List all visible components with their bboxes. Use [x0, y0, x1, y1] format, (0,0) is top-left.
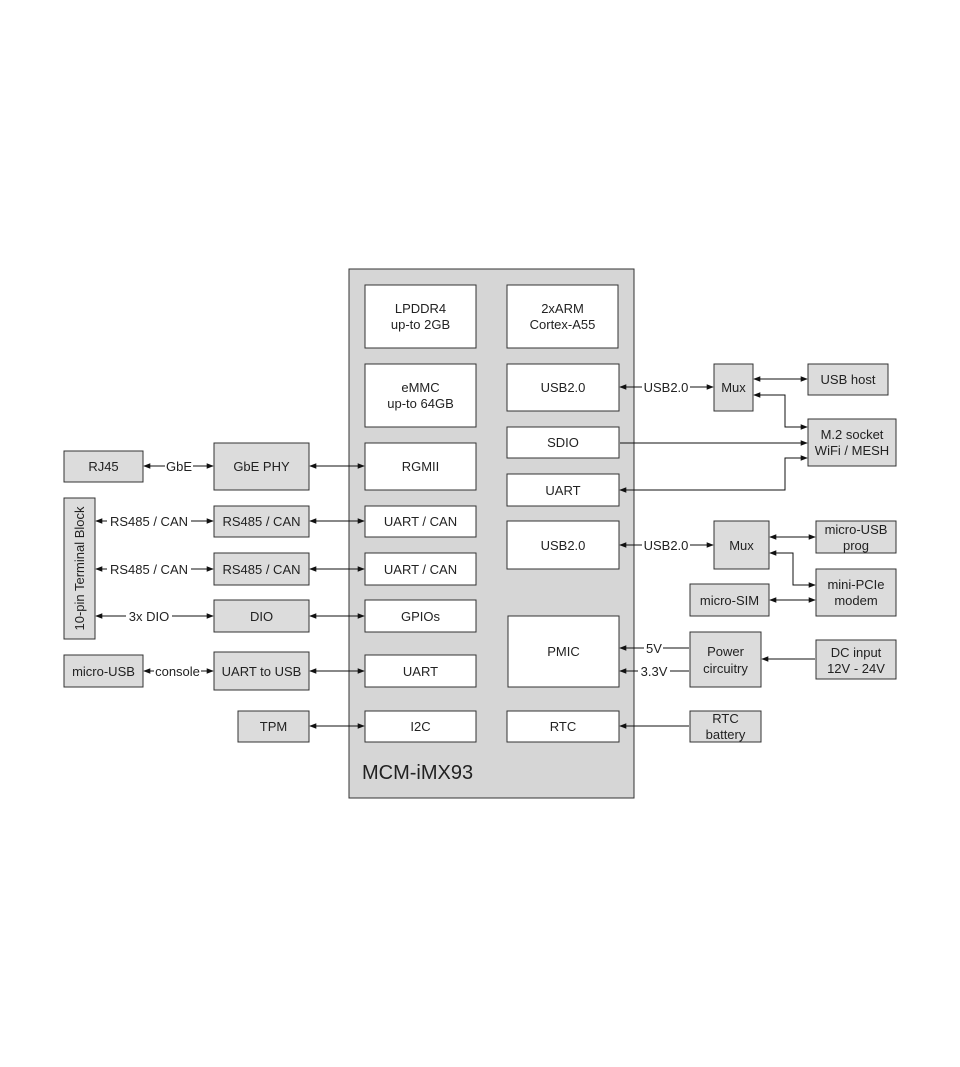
block-mini-pcie-line2: modem [834, 593, 877, 608]
block-uart-right-label: UART [545, 483, 580, 498]
block-cpu-line2: Cortex-A55 [530, 317, 596, 332]
block-uart-can-1: UART / CAN [364, 505, 477, 538]
block-usb-host: USB host [807, 363, 889, 396]
link-label-rs485-can-2: RS485 / CAN [110, 562, 188, 577]
block-micro-sim: micro-SIM [689, 583, 770, 617]
link-mux-2-mini-pcie [769, 550, 816, 588]
block-tpm-label: TPM [260, 719, 287, 734]
block-rs485-can-2-label: RS485 / CAN [222, 562, 300, 577]
block-emmc: eMMC up-to 64GB [364, 363, 477, 428]
block-cpu: 2xARM Cortex-A55 [506, 284, 619, 349]
block-mux-2: Mux [713, 520, 770, 570]
block-dc-input-line1: DC input [831, 645, 882, 660]
block-micro-usb-prog-line2: prog [843, 538, 869, 553]
block-gbe-phy-label: GbE PHY [233, 459, 290, 474]
link-label-console: console [155, 664, 200, 679]
block-lpddr4-line1: LPDDR4 [395, 301, 446, 316]
block-terminal-block-label: 10-pin Terminal Block [72, 506, 87, 631]
block-dc-input: DC input 12V - 24V [815, 639, 897, 680]
link-label-gbe: GbE [166, 459, 192, 474]
block-micro-usb-label: micro-USB [72, 664, 135, 679]
block-tpm: TPM [237, 710, 310, 743]
block-mini-pcie: mini-PCIe modem [815, 568, 897, 617]
block-mux-2-label: Mux [729, 538, 754, 553]
block-rtc-battery-line2: battery [706, 727, 746, 742]
block-dio-label: DIO [250, 609, 273, 624]
block-uart-to-usb: UART to USB [213, 651, 310, 691]
block-rs485-can-2: RS485 / CAN [213, 552, 310, 586]
block-micro-usb: micro-USB [63, 654, 144, 688]
block-usb-host-label: USB host [821, 372, 876, 387]
block-rs485-can-1-label: RS485 / CAN [222, 514, 300, 529]
link-label-5v: 5V [646, 641, 662, 656]
block-rj45: RJ45 [63, 450, 144, 483]
block-uart-can-2: UART / CAN [364, 552, 477, 586]
block-usb2-2-label: USB2.0 [541, 538, 586, 553]
block-rs485-can-1: RS485 / CAN [213, 505, 310, 538]
block-power-circuitry: Power circuitry [689, 631, 762, 688]
block-emmc-line2: up-to 64GB [387, 396, 454, 411]
block-uart-can-2-label: UART / CAN [384, 562, 457, 577]
block-usb2-1: USB2.0 [506, 363, 620, 412]
block-rgmii-label: RGMII [402, 459, 440, 474]
block-mux-1-label: Mux [721, 380, 746, 395]
block-dc-input-line2: 12V - 24V [827, 661, 885, 676]
link-label-dio: 3x DIO [129, 609, 169, 624]
module-title: MCM-iMX93 [362, 762, 473, 784]
block-uart-label: UART [403, 664, 438, 679]
block-i2c-label: I2C [410, 719, 430, 734]
block-sdio: SDIO [506, 426, 620, 459]
block-mux-1: Mux [713, 363, 754, 412]
block-sdio-label: SDIO [547, 435, 579, 450]
block-terminal-block: 10-pin Terminal Block [63, 497, 96, 640]
block-uart-to-usb-label: UART to USB [222, 664, 302, 679]
block-m2-socket-line1: M.2 socket [821, 427, 884, 442]
block-dio: DIO [213, 599, 310, 633]
block-cpu-line1: 2xARM [541, 301, 584, 316]
block-micro-usb-prog: micro-USB prog [815, 520, 897, 554]
block-rj45-label: RJ45 [88, 459, 118, 474]
block-emmc-line1: eMMC [401, 380, 439, 395]
block-m2-socket: M.2 socket WiFi / MESH [807, 418, 897, 467]
block-uart-right: UART [506, 473, 620, 507]
block-gpios: GPIOs [364, 599, 477, 633]
block-rgmii: RGMII [364, 442, 477, 491]
link-label-usb2-1: USB2.0 [644, 380, 689, 395]
block-pmic-label: PMIC [547, 644, 580, 659]
block-rtc-label: RTC [550, 719, 576, 734]
link-label-rs485-can-1: RS485 / CAN [110, 514, 188, 529]
link-label-usb2-2: USB2.0 [644, 538, 689, 553]
link-uart-right-m2-socket [619, 455, 808, 493]
block-gbe-phy: GbE PHY [213, 442, 310, 491]
link-mux-1-m2-socket [753, 392, 808, 430]
block-lpddr4: LPDDR4 up-to 2GB [364, 284, 477, 349]
block-pmic: PMIC [507, 615, 620, 688]
block-usb2-1-label: USB2.0 [541, 380, 586, 395]
block-rtc-battery: RTC battery [689, 710, 762, 743]
block-uart-can-1-label: UART / CAN [384, 514, 457, 529]
block-power-line2: circuitry [703, 661, 748, 676]
link-label-3v3: 3.3V [641, 664, 668, 679]
block-micro-sim-label: micro-SIM [700, 593, 759, 608]
block-micro-usb-prog-line1: micro-USB [825, 522, 888, 537]
block-power-line1: Power [707, 644, 745, 659]
block-usb2-2: USB2.0 [506, 520, 620, 570]
block-i2c: I2C [364, 710, 477, 743]
block-m2-socket-line2: WiFi / MESH [815, 443, 889, 458]
block-mini-pcie-line1: mini-PCIe [827, 577, 884, 592]
block-gpios-label: GPIOs [401, 609, 441, 624]
block-lpddr4-line2: up-to 2GB [391, 317, 450, 332]
block-rtc-battery-line1: RTC [712, 711, 738, 726]
block-uart: UART [364, 654, 477, 688]
block-rtc: RTC [506, 710, 620, 743]
